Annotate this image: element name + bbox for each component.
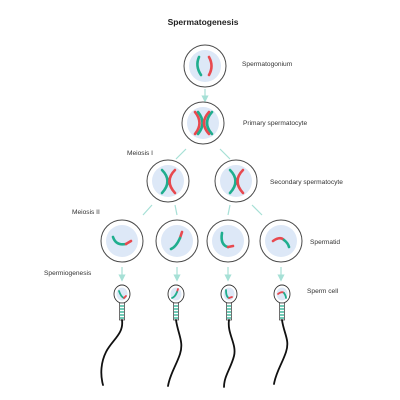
label-sperm-cell: Sperm cell [307,288,339,295]
spermatid-cell-3 [206,219,250,263]
sperm-cell-2 [167,284,185,387]
label-spermatogonium: Spermatogonium [242,61,293,68]
arrow [175,148,187,160]
tail [223,319,236,388]
label-meiosis-1: Meiosis I [127,150,153,157]
sperm-cell-1 [100,284,131,386]
arrow [227,204,231,216]
label-primary-spermatocyte: Primary spermatocyte [243,120,307,127]
tail [273,319,289,385]
tail [100,319,124,386]
primary-spermatocyte-cell [181,101,225,145]
sperm-cell-3 [220,284,238,388]
chromosome-red [207,55,213,77]
spermatid-cell-2 [155,219,199,263]
arrow [251,204,263,216]
label-meiosis-2: Meiosis II [72,209,100,216]
chromosome-green [196,55,203,77]
spermatid-cell-4 [259,219,303,263]
sperm-cell-4 [273,284,291,385]
label-spermatid: Spermatid [310,239,340,246]
spermatogonium-cell [183,44,227,88]
arrow [142,204,153,216]
diagram-title: Spermatogenesis [168,17,239,27]
tail [167,319,183,387]
label-secondary-spermatocyte: Secondary spermatocyte [270,179,343,186]
secondary-spermatocyte-cell-right [214,159,258,203]
arrow [174,204,178,216]
label-spermiogenesis: Spermiogenesis [44,270,92,277]
secondary-spermatocyte-cell-left [146,159,190,203]
arrow [219,148,231,160]
spermatid-cell-1 [100,219,144,263]
